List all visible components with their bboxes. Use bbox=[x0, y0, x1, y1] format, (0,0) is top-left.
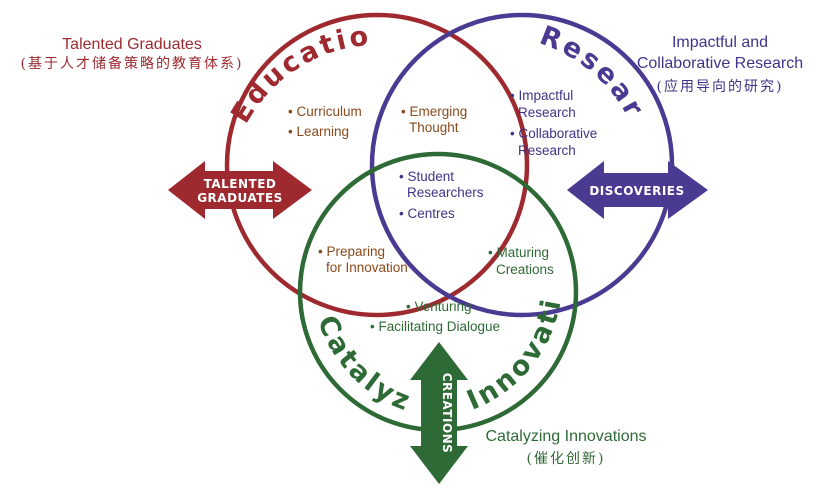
talented-graduates-arrow: TALENTED GRADUATES bbox=[168, 161, 312, 219]
caption-impactful-research-line2: Collaborative Research bbox=[637, 55, 803, 72]
item-collaborative-research: • Collaborative bbox=[510, 126, 597, 141]
caption-talented-graduates: Talented Graduates bbox=[62, 36, 202, 53]
caption-impactful-research-chinese: (应用导向的研究) bbox=[657, 78, 784, 95]
talented-graduates-arrow-shape bbox=[168, 161, 312, 219]
item-venturing: • Venturing bbox=[406, 299, 472, 314]
item-student-researchers-line2: Researchers bbox=[407, 185, 484, 200]
item-centres: • Centres bbox=[399, 206, 455, 221]
discoveries-arrow: DISCOVERIES bbox=[567, 161, 708, 219]
item-preparing-for-innovation: • Preparing bbox=[318, 244, 385, 259]
item-impactful-research-line2: Research bbox=[518, 105, 576, 120]
item-emerging-thought-line2: Thought bbox=[409, 120, 459, 135]
discoveries-arrow-label: DISCOVERIES bbox=[589, 184, 684, 198]
caption-catalyzing-innovations: Catalyzing Innovations bbox=[486, 428, 647, 445]
item-collaborative-research-line2: Research bbox=[518, 143, 576, 158]
item-facilitating-dialogue: • Facilitating Dialogue bbox=[370, 319, 500, 334]
item-student-researchers: • Student bbox=[399, 169, 454, 184]
caption-catalyzing-innovations-chinese: (催化创新) bbox=[527, 451, 606, 467]
item-maturing-creations-line2: Creations bbox=[496, 262, 554, 277]
creations-arrow-shape bbox=[410, 342, 468, 484]
caption-talented-graduates-chinese: (基于人才储备策略的教育体系) bbox=[21, 55, 244, 72]
creations-arrow: CREATIONS bbox=[410, 342, 468, 484]
item-learning: • Learning bbox=[288, 124, 349, 139]
discoveries-arrow-shape bbox=[567, 161, 708, 219]
item-maturing-creations: • Maturing bbox=[488, 245, 549, 260]
education-circle bbox=[224, 12, 530, 318]
item-curriculum: • Curriculum bbox=[288, 104, 362, 119]
item-emerging-thought: • Emerging bbox=[401, 104, 467, 119]
talented-arrow-label-line2: GRADUATES bbox=[197, 191, 283, 205]
item-impactful-research: • Impactful bbox=[510, 88, 573, 103]
creations-arrow-label: CREATIONS bbox=[440, 373, 454, 454]
talented-arrow-label-line1: TALENTED bbox=[204, 177, 277, 191]
item-preparing-for-innovation-line2: for Innovation bbox=[326, 260, 408, 275]
caption-impactful-research-line1: Impactful and bbox=[672, 34, 768, 51]
